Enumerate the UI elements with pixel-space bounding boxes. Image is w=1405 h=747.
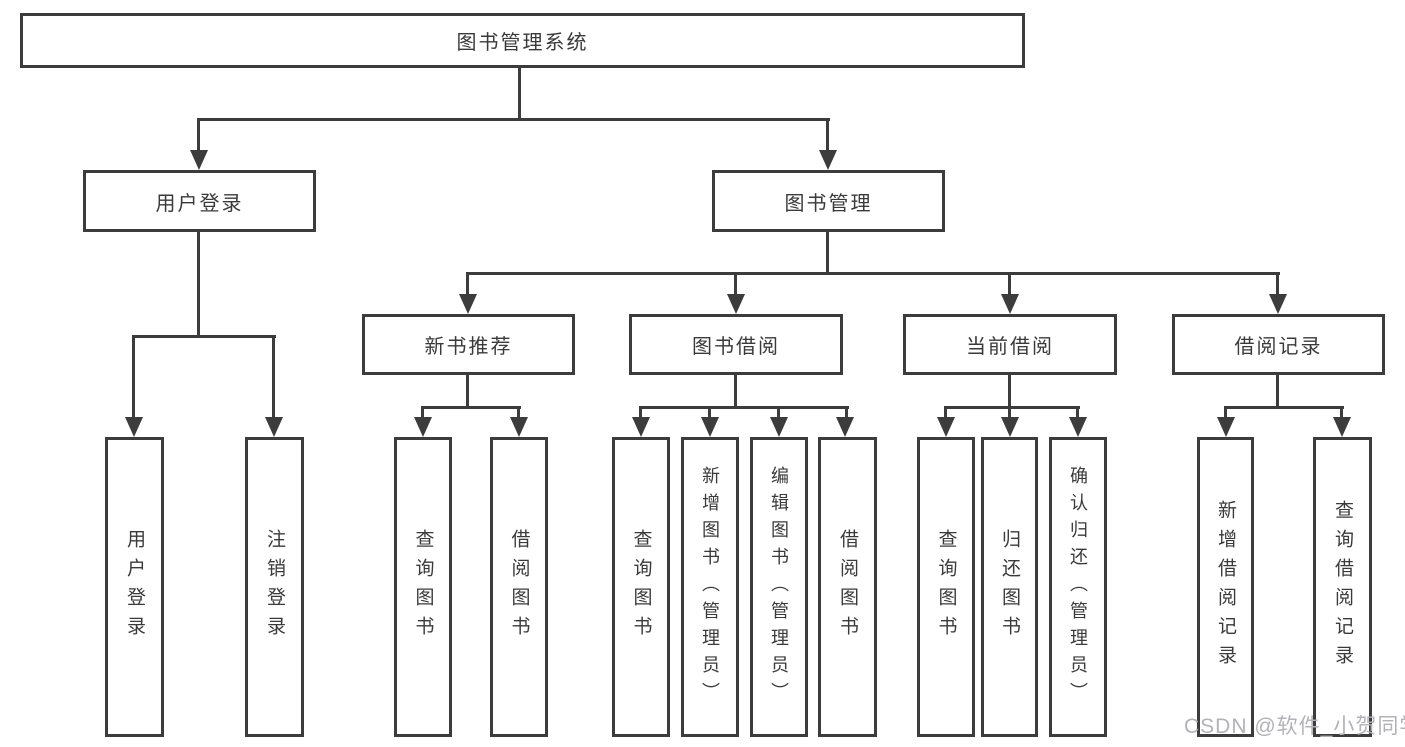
node-current-borrowing: 当前借阅 [903, 314, 1117, 375]
leaf-add-book-admin-label: 新增图书（管理员） [700, 465, 720, 709]
leaf-borrow-books-2: 借阅图书 [818, 437, 877, 737]
edge-to-leaf-query-borrow-record [1340, 406, 1343, 420]
edge-current-borrowing-stem [1008, 375, 1011, 408]
arrow-down-icon [125, 417, 143, 437]
edge-to-leaf-borrow-books-1 [517, 406, 520, 420]
node-borrowing-records: 借阅记录 [1172, 314, 1385, 375]
leaf-return-books-label: 归还图书 [999, 529, 1020, 645]
node-book-management-label: 图书管理 [784, 192, 873, 215]
edge-root-stem [518, 68, 521, 118]
arrow-down-icon [510, 417, 528, 437]
edge-new-book-recommendation-stem [466, 375, 469, 408]
node-new-book-recommendation: 新书推荐 [362, 314, 575, 375]
edge-to-leaf-user-login [132, 335, 135, 419]
leaf-query-books-3: 查询图书 [917, 437, 975, 737]
leaf-logout-label: 注销登录 [264, 529, 285, 645]
edge-book-management-stem [826, 232, 829, 273]
arrow-down-icon [1001, 294, 1019, 314]
node-user-login-label: 用户登录 [155, 192, 244, 215]
edge-new-book-recommendation-branch [421, 406, 521, 409]
edge-book-borrowing-stem [734, 375, 737, 408]
edge-to-leaf-query-books-1 [421, 406, 424, 420]
leaf-borrow-books-1: 借阅图书 [490, 437, 548, 737]
arrow-down-icon [1269, 294, 1287, 314]
csdn-watermark: CSDN @软件_小贺同学 [1184, 715, 1405, 738]
leaf-add-borrow-record-label: 新增借阅记录 [1215, 500, 1236, 674]
edge-to-leaf-logout [272, 335, 275, 419]
leaf-user-login-label: 用户登录 [124, 529, 145, 645]
edge-to-leaf-confirm-return [1076, 406, 1079, 420]
edge-to-leaf-query-books-3 [944, 406, 947, 420]
edge-to-borrowing-records [1276, 272, 1279, 296]
arrow-down-icon [190, 150, 208, 170]
arrow-down-icon [937, 417, 955, 437]
arrow-down-icon [1333, 417, 1351, 437]
node-new-book-recommendation-label: 新书推荐 [424, 336, 513, 358]
edge-current-borrowing-branch [944, 406, 1080, 409]
edge-to-leaf-add-borrow-record [1224, 406, 1227, 420]
node-user-login: 用户登录 [83, 170, 316, 232]
arrow-down-icon [836, 417, 854, 437]
edge-borrowing-records-stem [1276, 375, 1279, 408]
leaf-query-books-3-label: 查询图书 [935, 529, 957, 645]
arrow-down-icon [727, 294, 745, 314]
edge-book-management-branch [466, 272, 1280, 275]
arrow-down-icon [632, 417, 650, 437]
arrow-down-icon [819, 150, 837, 170]
edge-to-current-borrowing [1008, 272, 1011, 296]
leaf-borrow-books-1-label: 借阅图书 [508, 529, 530, 645]
edge-borrowing-records-branch [1224, 406, 1344, 409]
node-book-borrowing: 图书借阅 [629, 314, 843, 375]
node-book-borrowing-label: 图书借阅 [692, 336, 780, 358]
edge-to-leaf-query-books-2 [639, 406, 642, 420]
leaf-query-borrow-record-label: 查询借阅记录 [1332, 500, 1353, 674]
leaf-query-borrow-record: 查询借阅记录 [1313, 437, 1372, 737]
arrow-down-icon [265, 417, 283, 437]
edge-book-borrowing-branch [639, 406, 849, 409]
leaf-add-book-admin: 新增图书（管理员） [681, 437, 739, 737]
arrow-down-icon [414, 417, 432, 437]
edge-root-branch [197, 118, 830, 121]
edge-user-login-stem [197, 232, 200, 335]
leaf-edit-book-admin: 编辑图书（管理员） [750, 437, 808, 737]
leaf-edit-book-admin-label: 编辑图书（管理员） [769, 465, 789, 709]
leaf-query-books-2-label: 查询图书 [630, 529, 652, 645]
leaf-query-books-1: 查询图书 [394, 437, 452, 737]
leaf-return-books: 归还图书 [981, 437, 1038, 737]
leaf-add-borrow-record: 新增借阅记录 [1197, 437, 1254, 737]
arrow-down-icon [701, 417, 719, 437]
node-root: 图书管理系统 [20, 13, 1025, 68]
arrow-down-icon [770, 417, 788, 437]
leaf-borrow-books-2-label: 借阅图书 [837, 529, 858, 645]
arrow-down-icon [1069, 417, 1087, 437]
edge-to-leaf-return-books [1008, 406, 1011, 420]
node-current-borrowing-label: 当前借阅 [966, 336, 1054, 358]
edge-to-user-login [197, 118, 200, 154]
leaf-confirm-return-admin: 确认归还（管理员） [1049, 437, 1107, 737]
node-book-management: 图书管理 [712, 170, 945, 232]
edge-to-leaf-borrow-books-2 [845, 406, 848, 420]
edge-user-login-branch [132, 335, 276, 338]
leaf-confirm-return-admin-label: 确认归还（管理员） [1068, 465, 1088, 709]
leaf-logout: 注销登录 [245, 437, 304, 737]
node-borrowing-records-label: 借阅记录 [1234, 336, 1323, 358]
edge-to-leaf-add-book [708, 406, 711, 420]
leaf-query-books-2: 查询图书 [612, 437, 670, 737]
edge-to-book-borrowing [734, 272, 737, 296]
edge-to-book-management [826, 118, 829, 154]
leaf-query-books-1-label: 查询图书 [412, 529, 434, 645]
arrow-down-icon [1217, 417, 1235, 437]
node-root-label: 图书管理系统 [456, 32, 589, 54]
arrow-down-icon [1001, 417, 1019, 437]
arrow-down-icon [459, 294, 477, 314]
edge-to-leaf-edit-book [777, 406, 780, 420]
edge-to-new-book-recommendation [466, 272, 469, 296]
leaf-user-login: 用户登录 [105, 437, 164, 737]
